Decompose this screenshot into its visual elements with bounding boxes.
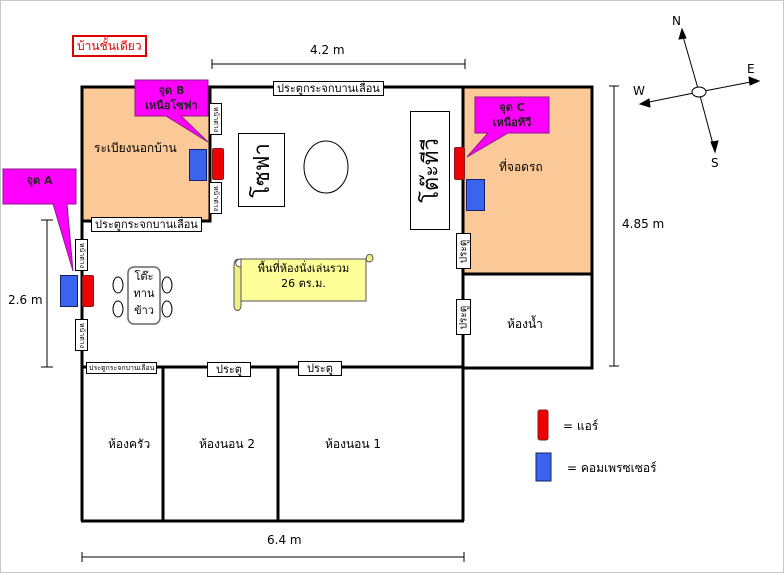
- callout-b-shape: [134, 79, 209, 143]
- upper-wall: [210, 85, 594, 370]
- legend-compressor-label: = คอมเพรซเซอร์: [567, 461, 657, 475]
- coffee-table: [303, 140, 349, 194]
- callout-c-shape: [466, 96, 550, 158]
- plan-title: บ้านชั้นเดียว: [72, 35, 147, 57]
- tv-table: โต๊ะทีวี: [410, 111, 450, 230]
- compass: [638, 27, 761, 154]
- compass-south: S: [711, 156, 719, 170]
- door-bedroom1: ประตู: [298, 361, 342, 376]
- compressor-a: [60, 275, 78, 307]
- room-terrace: ระเบียงนอกบ้าน: [94, 141, 177, 155]
- window-terrace-lower: หน้าต่าง: [209, 182, 222, 214]
- dim-right: 4.85 m: [622, 217, 665, 231]
- living-area-label: พื้นที่ห้องนั่งเล่นรวม 26 ตร.ม.: [257, 262, 350, 290]
- living-area-scroll: [233, 253, 374, 311]
- room-kitchen: ห้องครัว: [108, 437, 151, 451]
- window-dining-upper: หน้าต่าง: [75, 239, 88, 271]
- door-bathroom: ประตู: [456, 299, 471, 335]
- door-terrace-sliding: ประตูกระจกบานเลื่อน: [91, 217, 202, 232]
- compressor-b: [189, 149, 207, 181]
- callout-a-shape: [2, 168, 77, 272]
- callout-c-text: จุด C เหนือทีวี: [492, 101, 532, 129]
- sofa: โซฟา: [238, 133, 285, 207]
- legend-ac-label: = แอร์: [563, 419, 599, 433]
- dim-top: 4.2 m: [310, 43, 345, 57]
- room-garage: ที่จอดรถ: [499, 160, 543, 174]
- compressor-c: [466, 179, 485, 211]
- door-top-sliding: ประตูกระจกบานเลื่อน: [273, 81, 384, 96]
- ac-unit-a: [82, 275, 94, 307]
- compass-east: E: [747, 62, 755, 76]
- door-garage: ประตู: [456, 233, 471, 269]
- dining-table-label: โต๊ะ ทาน ข้าว: [133, 270, 155, 317]
- room-bedroom-1: ห้องนอน 1: [325, 437, 382, 451]
- window-terrace-upper: หน้าต่าง: [209, 103, 222, 135]
- ac-unit-c: [454, 147, 465, 180]
- door-bedroom2: ประตู: [207, 362, 251, 377]
- room-bedroom-2: ห้องนอน 2: [199, 437, 256, 451]
- legend-pc-swatch: [535, 452, 552, 482]
- callout-a-text: จุด A: [26, 174, 53, 187]
- compass-west: W: [633, 84, 645, 98]
- dimension-lines: [41, 59, 619, 562]
- dim-left: 2.6 m: [8, 293, 43, 307]
- ac-unit-b: [212, 148, 224, 180]
- room-bathroom: ห้องน้ำ: [507, 317, 543, 331]
- callout-b-text: จุด B เหนือโซฟา: [145, 84, 198, 112]
- window-dining-lower: หน้าต่าง: [75, 319, 88, 351]
- dining-table: [127, 266, 161, 325]
- dim-bottom: 6.4 m: [267, 533, 302, 547]
- door-kitchen-sliding: ประตูกระจกบานเลื่อน: [86, 362, 158, 374]
- dining-chairs: [112, 276, 173, 318]
- legend-ac-swatch: [537, 409, 549, 441]
- compass-north: N: [672, 14, 681, 28]
